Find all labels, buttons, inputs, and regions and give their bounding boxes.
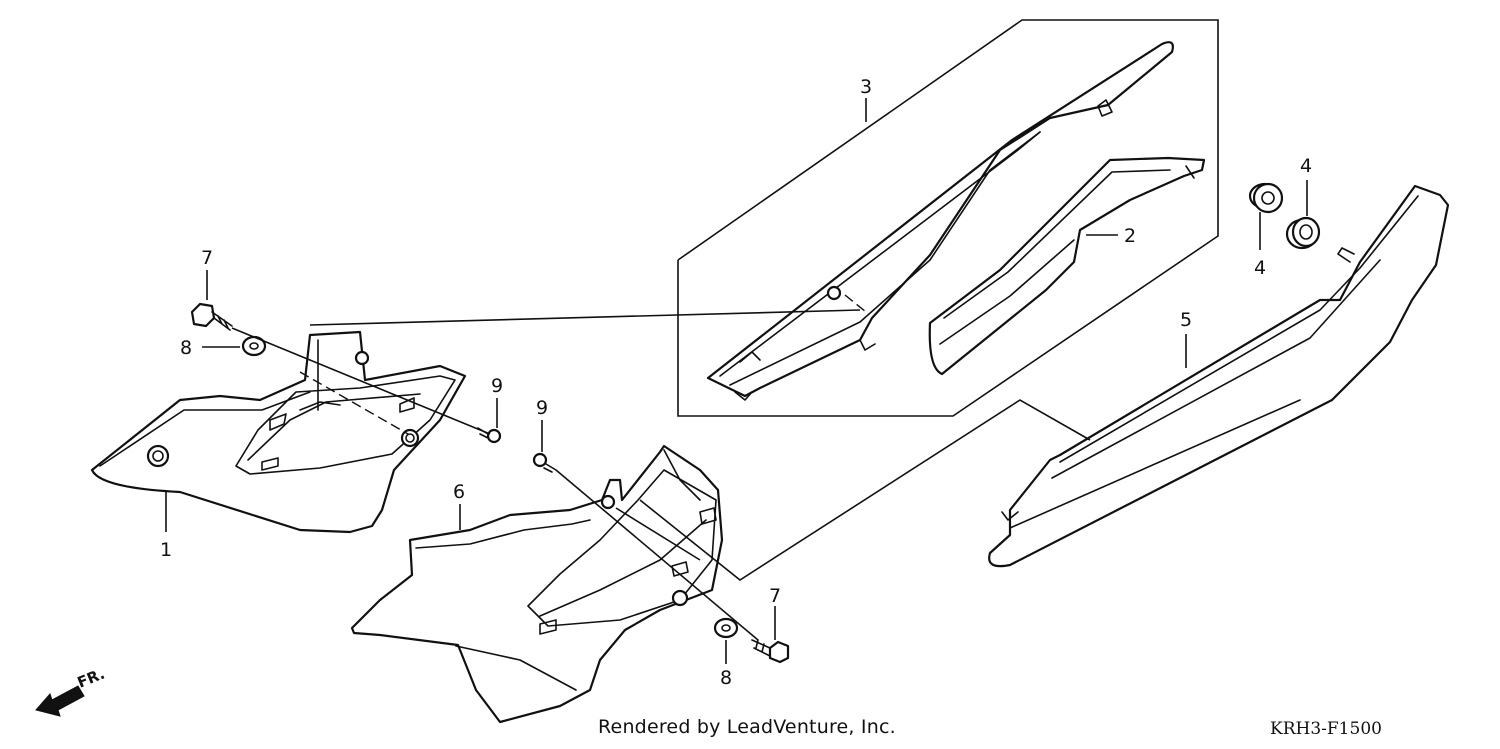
front-direction-arrow: FR.: [35, 665, 108, 717]
mount-hole-6a: [600, 494, 616, 510]
bolt-dash-upper: [299, 371, 409, 435]
ref-line-1: [309, 309, 861, 326]
assembly-group-outline: [677, 19, 1219, 417]
callout-4b: 4: [1300, 155, 1312, 177]
callout-6: 6: [453, 481, 465, 503]
bolt-line-upper: [231, 327, 491, 435]
render-credit: Rendered by LeadVenture, Inc.: [598, 716, 896, 738]
callout-3: 3: [860, 76, 872, 98]
callout-7a: 7: [201, 247, 213, 269]
part-8-collar-lower[interactable]: [713, 617, 739, 639]
callout-1: 1: [160, 539, 172, 561]
part-4-grommet-right[interactable]: [1285, 216, 1321, 250]
callout-7b: 7: [769, 585, 781, 607]
part-2-inner-panel[interactable]: [928, 156, 1206, 376]
front-direction-label: FR.: [75, 665, 108, 692]
ref-dash-1: [844, 294, 867, 313]
callout-8b: 8: [720, 667, 732, 689]
part-7-bolt-upper[interactable]: [190, 302, 233, 331]
part-3-rear-cowl[interactable]: [706, 41, 1174, 401]
part-5-tail-cowl[interactable]: [988, 184, 1450, 568]
part-1-side-cover[interactable]: [90, 330, 467, 534]
callout-9a: 9: [491, 375, 503, 397]
part-7-bolt-lower[interactable]: [751, 639, 790, 664]
diagram-code: KRH3-F1500: [1270, 719, 1382, 739]
screw-line-lower: [555, 469, 759, 641]
callout-2: 2: [1124, 225, 1136, 247]
mount-hole-6b: [671, 589, 689, 607]
callout-4a: 4: [1254, 257, 1266, 279]
part-6-lower-side-cover[interactable]: [350, 444, 724, 724]
part-9-screw-right[interactable]: [532, 452, 557, 473]
callout-8a: 8: [180, 337, 192, 359]
callout-9b: 9: [536, 397, 548, 419]
part-8-collar-upper[interactable]: [241, 335, 267, 357]
screw-line-lower-b: [615, 507, 701, 561]
callout-5: 5: [1180, 309, 1192, 331]
mount-hole-1: [354, 350, 370, 366]
ref-line-6-5: [639, 399, 1091, 581]
mount-boss-3: [826, 285, 842, 301]
mount-hole-2: [400, 428, 420, 448]
part-4-grommet-left[interactable]: [1248, 182, 1284, 214]
rubber-grommet-1: [146, 444, 170, 468]
